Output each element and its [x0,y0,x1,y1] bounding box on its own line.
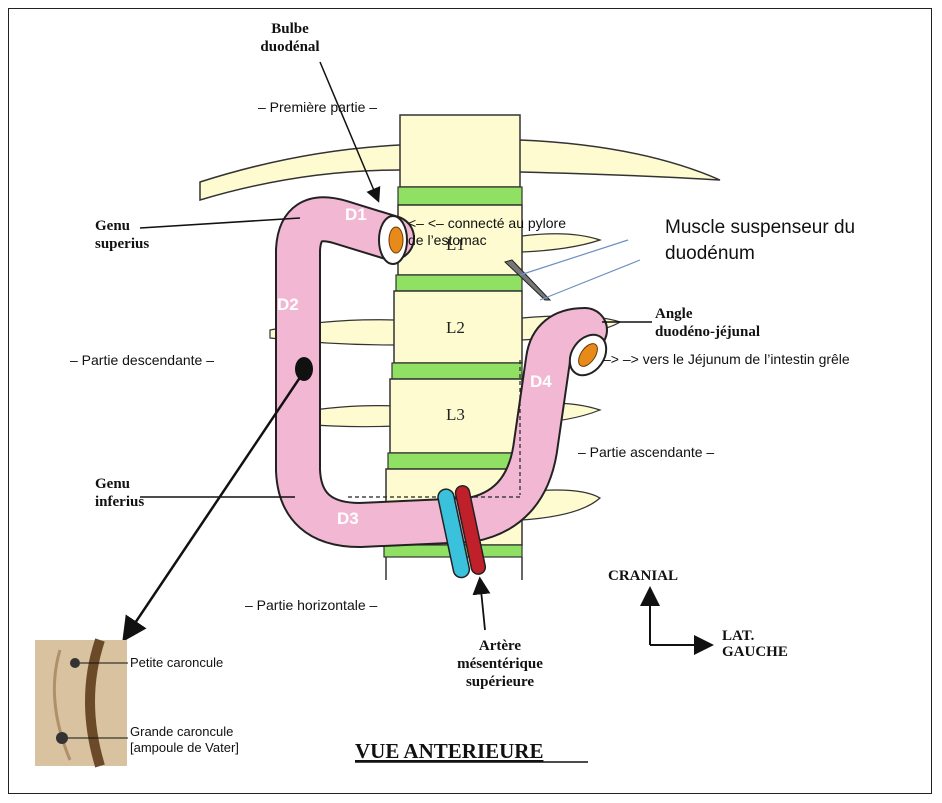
label-genu-inferius: Genu inferius [95,476,144,510]
label-bulbe: Bulbe duodénal [260,21,319,55]
label-partie-horizontale: – Partie horizontale – [245,597,378,613]
vertebra-label-l3: L3 [446,405,465,424]
label-muscle: Muscle suspenseur du duodénum [665,217,855,264]
label-genu-superius-line: superius [95,236,149,252]
label-artere-line: mésentérique [457,656,543,672]
label-partie-descendante: – Partie descendante – [70,352,214,368]
label-artere: Artère mésentérique supérieure [457,638,543,690]
segment-label-d3: D3 [337,509,359,528]
label-genu-superius-line: Genu [95,218,130,234]
label-grande-caroncule-line: Grande caroncule [130,724,233,739]
vertebra-t12 [400,115,520,187]
label-premiere-partie: – Première partie – [258,99,377,115]
papilla-inset-photo [35,640,127,766]
label-petite-caroncule: Petite caroncule [130,655,223,670]
diagram-title: VUE ANTERIEURE [355,739,543,763]
segment-label-d4: D4 [530,372,552,391]
label-lat-gauche-line: GAUCHE [722,644,788,660]
label-bulbe-line: Bulbe [271,21,309,37]
label-lat-gauche: LAT.GAUCHE [722,628,788,660]
disc-3 [392,363,522,379]
label-vers-jejunum: –> –> vers le Jéjunum de l’intestin grêl… [603,351,850,367]
disc-1 [398,187,522,205]
label-grande-caroncule-line: [ampoule de Vater] [130,740,239,755]
label-lat-gauche-line: LAT. [722,628,755,644]
disc-4 [388,453,522,469]
rib-right-upper-small [522,234,600,252]
papilla-dot [295,357,313,381]
label-bulbe-line: duodénal [260,39,319,55]
label-genu-superius: Genu superius [95,218,149,252]
label-angle: Angle duodéno-jéjunal [655,306,760,340]
segment-label-d1: D1 [345,205,367,224]
label-genu-inferius-line: Genu [95,476,130,492]
label-angle-line: duodéno-jéjunal [655,324,760,340]
label-angle-line: Angle [655,306,693,322]
segment-label-d2: D2 [277,295,299,314]
label-artere-line: supérieure [466,674,534,690]
label-genu-inferius-line: inferius [95,494,144,510]
label-muscle-line: Muscle suspenseur du [665,217,855,238]
label-muscle-line: duodénum [665,243,755,264]
label-partie-ascendante: – Partie ascendante – [578,444,714,460]
label-connecte-line: de l’estomac [408,232,487,248]
disc-2 [396,275,522,291]
label-grande-caroncule: Grande caroncule[ampoule de Vater] [130,724,239,755]
label-artere-line: Artère [479,638,522,654]
vertebra-label-l2: L2 [446,318,465,337]
label-cranial: CRANIAL [608,568,678,584]
label-connecte-line: <– <– connecté au pylore [408,215,566,231]
